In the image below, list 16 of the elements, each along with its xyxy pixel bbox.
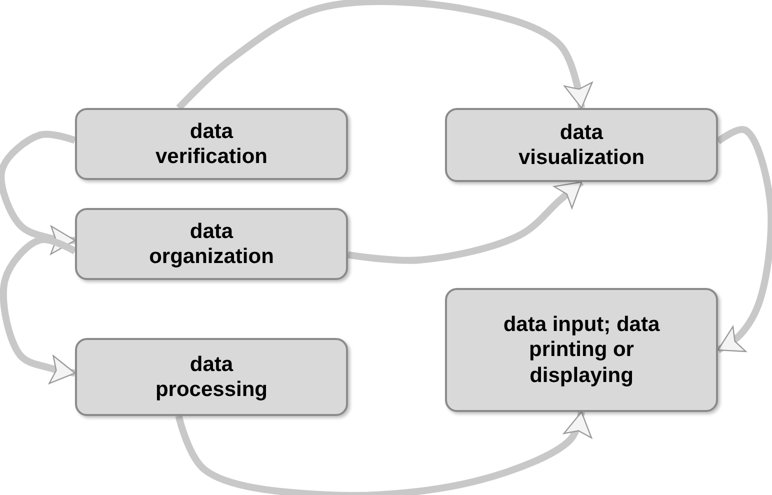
curved-arrow: [176, 0, 593, 110]
curved-arrow: [175, 411, 592, 495]
box-label: data input; data printing or displaying: [502, 312, 661, 388]
process-box: [75, 208, 348, 280]
curved-arrow: [716, 126, 772, 354]
box-label: data verification: [154, 118, 269, 170]
box-label: data visualization: [517, 120, 646, 170]
box-label: data organization: [148, 218, 275, 270]
process-box: [445, 288, 718, 412]
curved-arrow: [0, 130, 76, 255]
process-box: [75, 108, 348, 180]
curved-arrow: [0, 236, 77, 384]
process-box: [75, 338, 348, 416]
curved-arrow: [347, 179, 584, 264]
process-box: [445, 108, 718, 182]
box-label: data processing: [154, 352, 269, 402]
